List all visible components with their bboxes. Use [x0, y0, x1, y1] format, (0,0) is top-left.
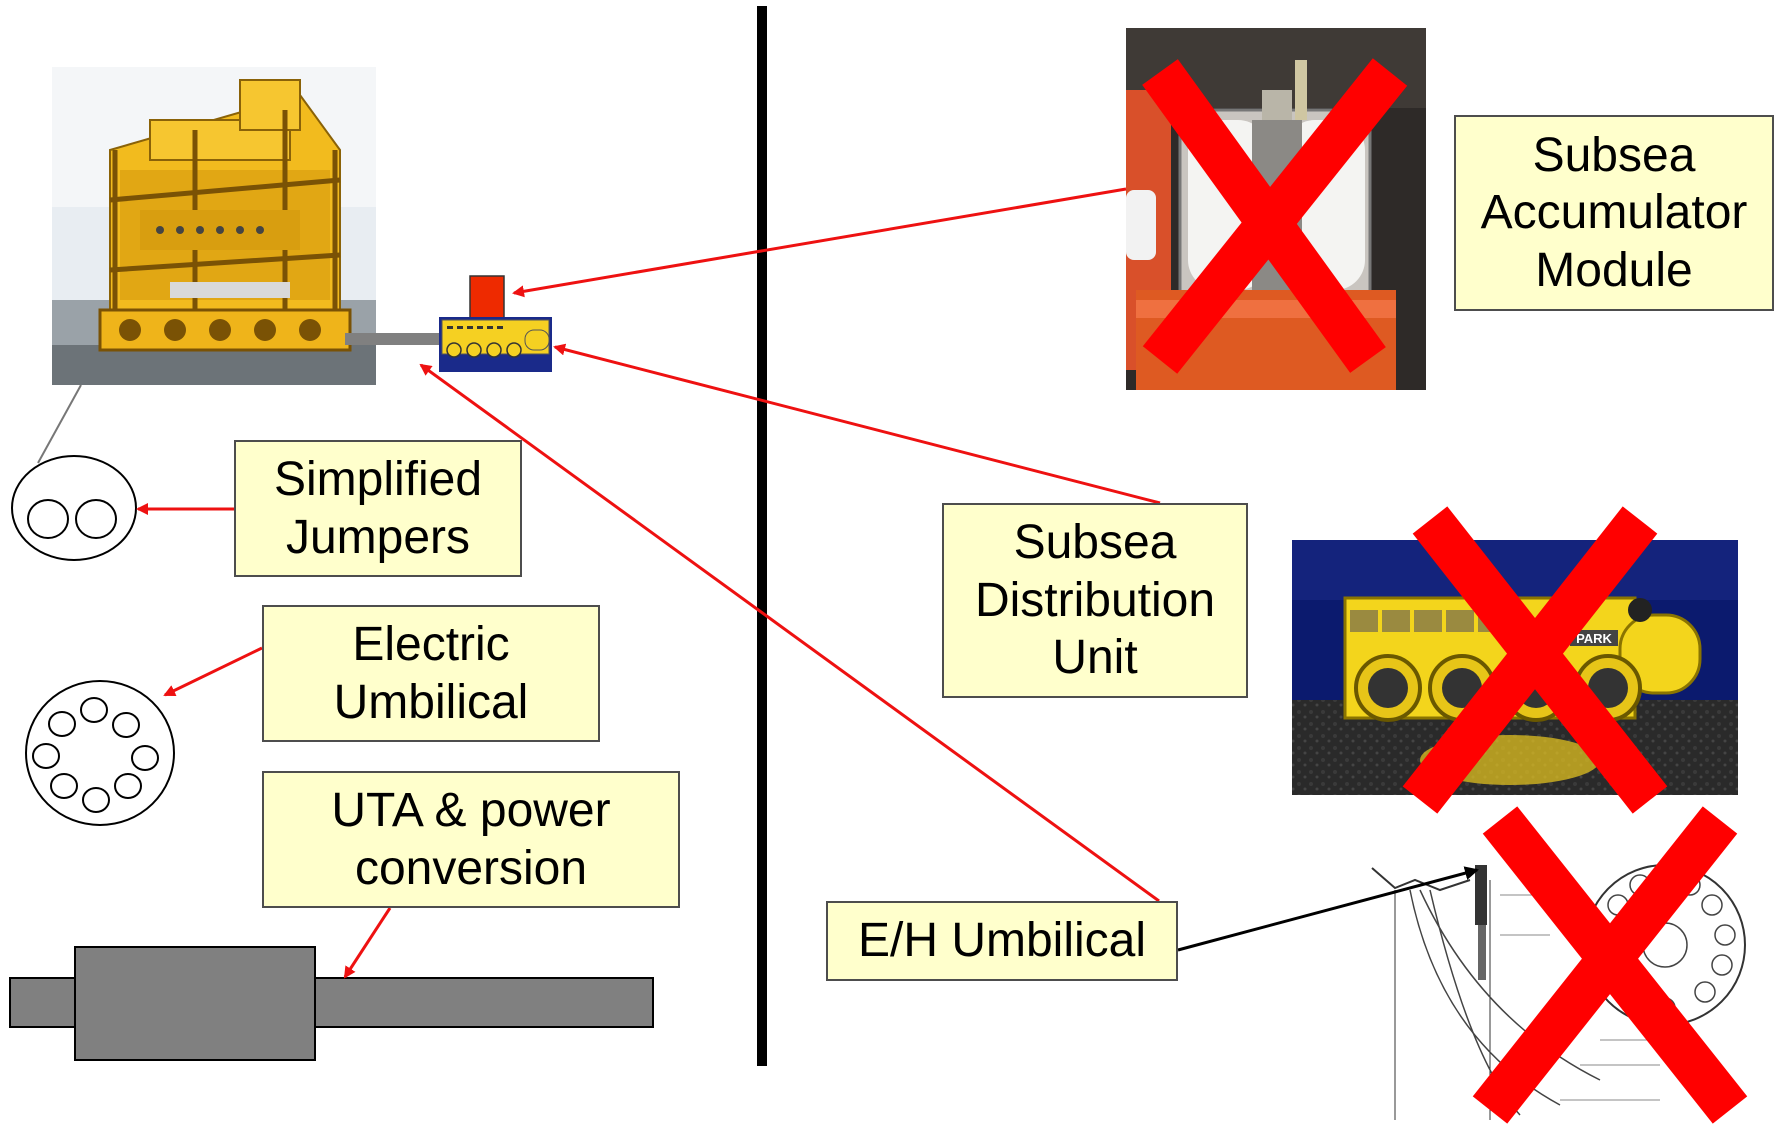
- sdu-photo-sign-text: PARK: [1576, 631, 1612, 646]
- electric-umbilical-label: Electric Umbilical: [262, 605, 600, 742]
- arrow-sdu-label-to-icon: [553, 343, 1161, 505]
- rejected-accumulator-x-icon: [1142, 58, 1408, 374]
- subsea-distribution-unit-label: Subsea Distribution Unit: [942, 503, 1248, 698]
- eh-umbilical-label: E/H Umbilical: [826, 901, 1178, 981]
- tree-connection-pipe: [345, 333, 440, 345]
- connector-arrows: [136, 187, 1161, 979]
- jumper-leader-line: [37, 384, 82, 464]
- distribution-unit-icon: [439, 317, 552, 372]
- two-core-cross-section-icon: [11, 455, 137, 561]
- arrow-accumulator-to-icon: [512, 187, 1127, 298]
- eight-core-cross-section-icon: [25, 680, 175, 826]
- accumulator-module-icon: [469, 275, 505, 324]
- simplified-jumpers-label: Simplified Jumpers: [234, 440, 522, 577]
- subsea-accumulator-module-label: Subsea Accumulator Module: [1454, 115, 1774, 311]
- eh-umbilical-text: E/H Umbilical: [857, 914, 1147, 968]
- arrow-eh-umbilical-to-drawing: [1177, 866, 1479, 952]
- subsea-distribution-unit-text: Subsea Distribution Unit: [974, 516, 1216, 685]
- rejected-distribution-unit-x-icon: [1402, 506, 1668, 814]
- arrow-eh-umbilical-to-sdu: [419, 363, 1160, 903]
- arrow-uta-label: [343, 907, 392, 979]
- arrow-electric-umbilical-label: [163, 646, 263, 697]
- simplified-jumpers-text: Simplified Jumpers: [273, 452, 483, 564]
- subsea-tree-photo: [52, 67, 376, 385]
- stepped-cylinder-icon: [9, 946, 654, 1061]
- subsea-accumulator-module-text: Subsea Accumulator Module: [1480, 128, 1748, 297]
- uta-power-conversion-label: UTA & power conversion: [262, 771, 680, 908]
- rejected-umbilical-x-icon: [1472, 806, 1748, 1124]
- uta-power-conversion-text: UTA & power conversion: [331, 783, 611, 895]
- electric-umbilical-text: Electric Umbilical: [333, 617, 529, 729]
